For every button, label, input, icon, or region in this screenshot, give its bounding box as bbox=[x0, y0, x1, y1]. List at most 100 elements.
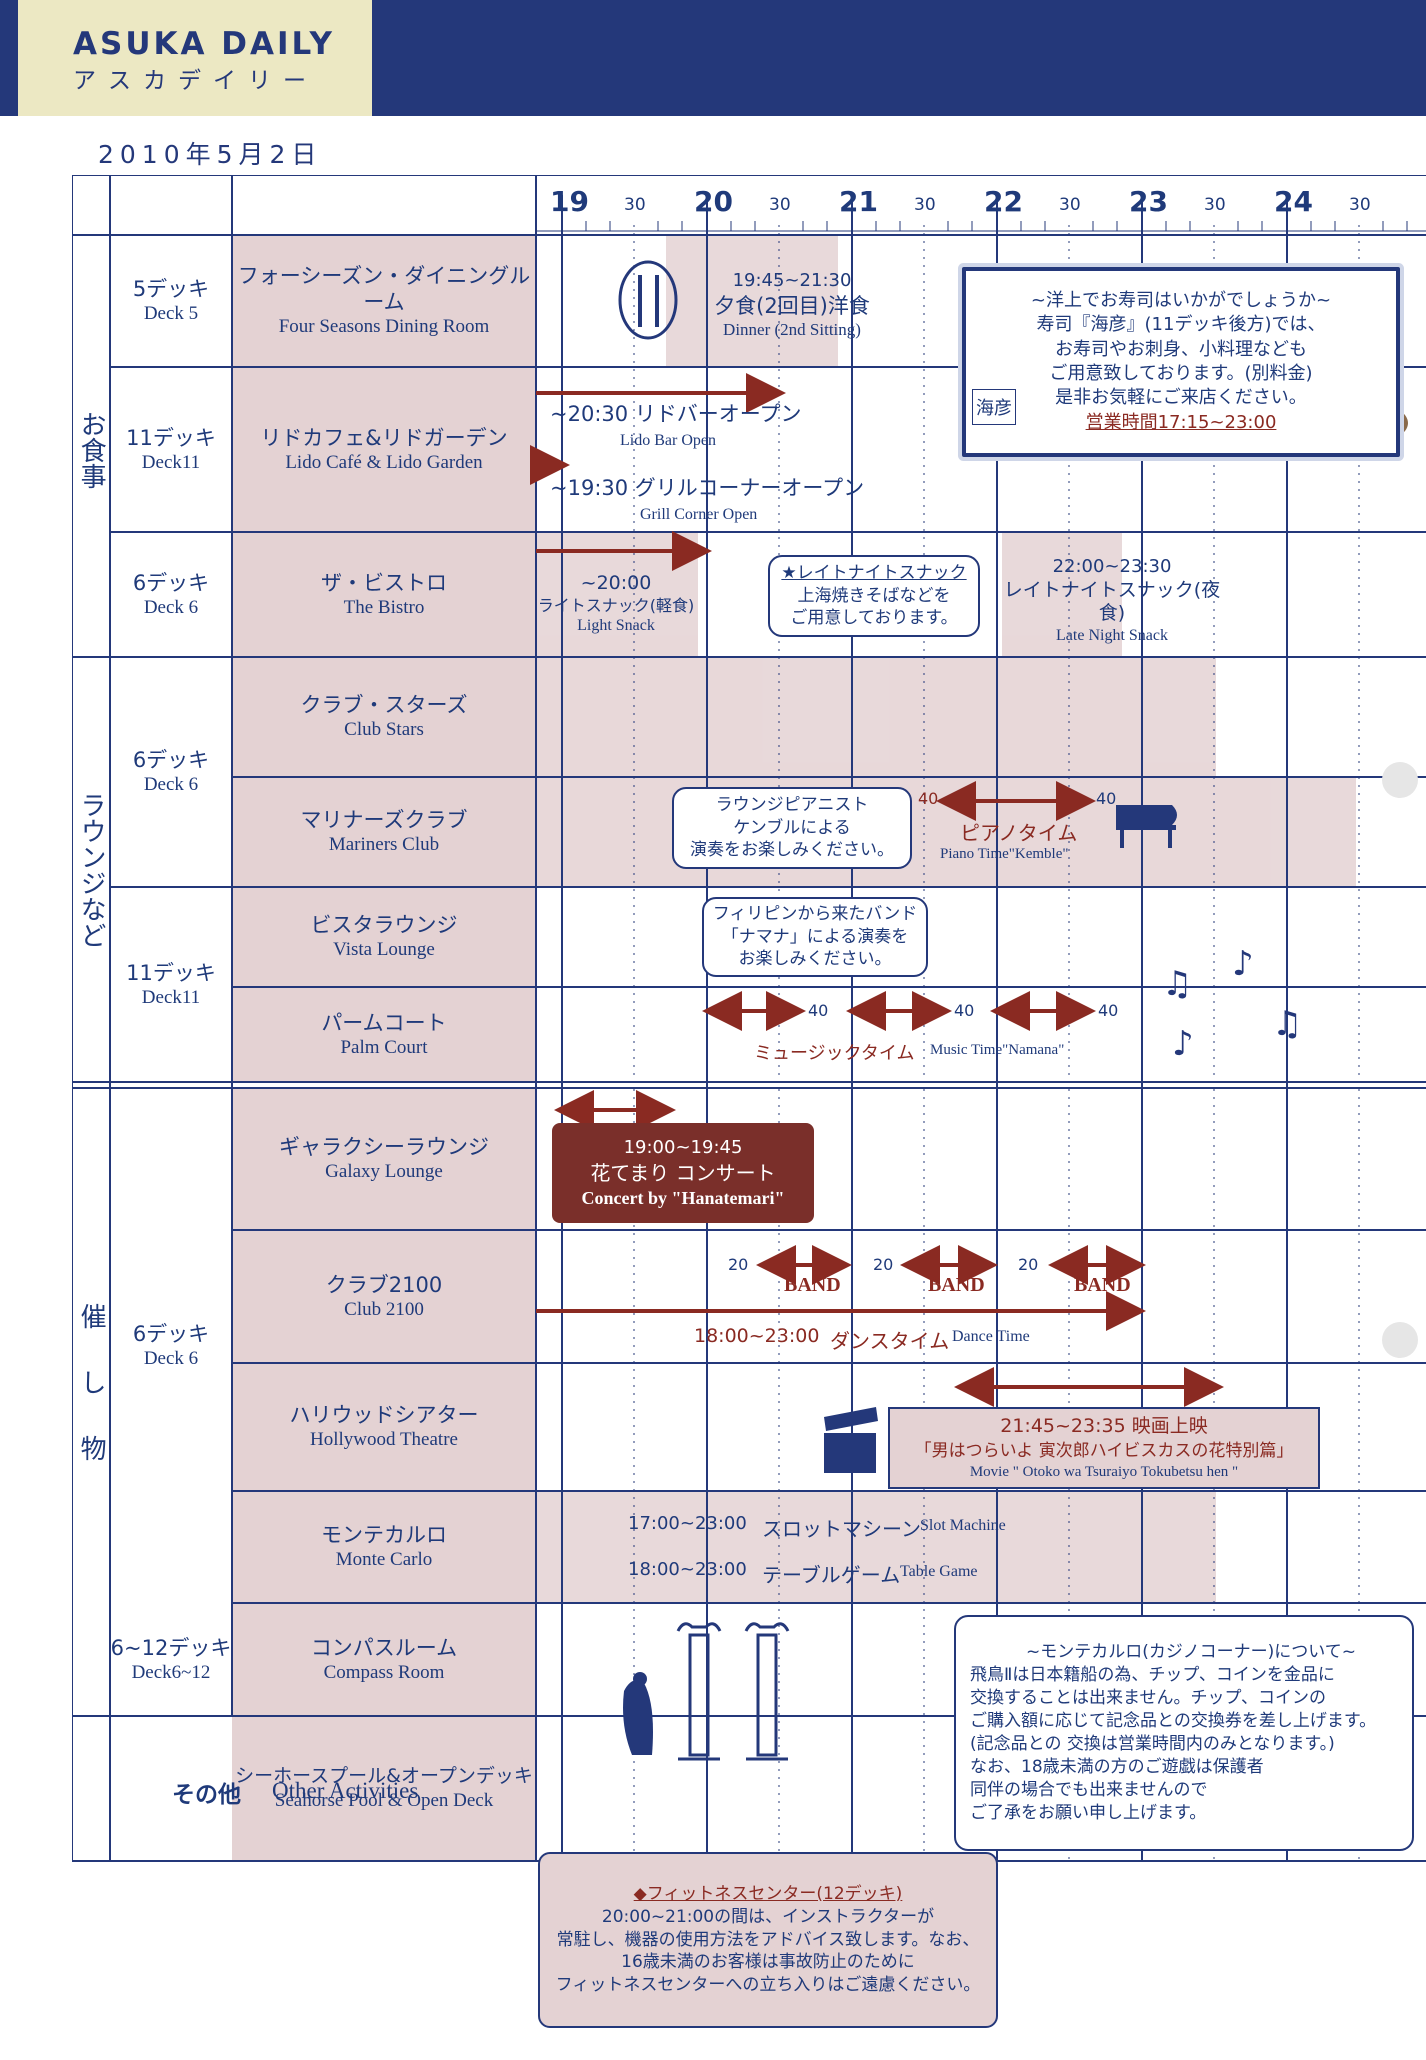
concert-time: 19:00~19:45 bbox=[623, 1137, 743, 1159]
venue-en: Galaxy Lounge bbox=[325, 1161, 443, 1183]
event-arrows bbox=[530, 373, 1224, 1407]
dinner-jp: 夕食(2回目)洋食 bbox=[714, 293, 870, 318]
deck-en: Deck 6 bbox=[143, 596, 199, 618]
band-break-1: 20 bbox=[728, 1255, 749, 1274]
band-label-1: BAND bbox=[784, 1274, 841, 1296]
half-19: 30 bbox=[624, 195, 646, 215]
light-en: Light Snack bbox=[577, 616, 655, 634]
band-note: フィリピンから来たバンド 「ナマナ」による演奏を お楽しみください。 bbox=[702, 897, 928, 977]
venue-jp: ビスタラウンジ bbox=[310, 913, 458, 937]
slot-en: Slot Machine bbox=[920, 1517, 1006, 1534]
sushi-hours: 営業時間17:15~23:00 bbox=[1085, 411, 1277, 433]
piano-time-en: Piano Time"Kemble" bbox=[940, 846, 1069, 862]
half-20: 30 bbox=[769, 195, 791, 215]
concert-jp: 花てまり コンサート bbox=[590, 1161, 776, 1186]
venue-jp: フォーシーズン・ダイニングルーム bbox=[237, 263, 531, 315]
late-note-line: 上海焼きそばなどを bbox=[797, 585, 951, 606]
dance-jp: ダンスタイム bbox=[830, 1329, 950, 1353]
lido-bar-jp: ~20:30 リドバーオープン bbox=[550, 402, 802, 426]
deck-en: Deck 5 bbox=[143, 303, 199, 325]
venue-en: Hollywood Theatre bbox=[310, 1429, 458, 1451]
venue-jp: モンテカルロ bbox=[321, 1523, 447, 1547]
deck-jp: 11デッキ bbox=[126, 425, 216, 450]
venue-en: Compass Room bbox=[323, 1661, 445, 1683]
sushi-line: ~洋上でお寿司はいかがでしょうか~ bbox=[1030, 290, 1332, 312]
brand-kana: アスカデイリー bbox=[73, 68, 318, 94]
table-en: Table Game bbox=[900, 1563, 978, 1580]
binder-hole-top bbox=[1382, 762, 1418, 798]
venue-en: Four Seasons Dining Room bbox=[278, 316, 490, 338]
category-events: 催し物 bbox=[72, 1088, 110, 1716]
casino-line: なお、18歳未満の方のご遊戯は保護者 bbox=[970, 1756, 1264, 1777]
hour-21: 21 bbox=[839, 185, 878, 218]
hour-24: 24 bbox=[1274, 185, 1313, 218]
movie-en: Movie " Otoko wa Tsuraiyo Tokubetsu hen … bbox=[969, 1463, 1239, 1480]
casino-line: 同伴の場合でも出来ませんので bbox=[970, 1779, 1208, 1800]
music-time-jp: ミュージックタイム bbox=[754, 1043, 915, 1064]
movie-title: 「男はつらいよ 寅次郎ハイビスカスの花特別篇」 bbox=[914, 1440, 1294, 1461]
venue-jp: クラブ・スターズ bbox=[300, 693, 468, 717]
venue-jp: コンパスルーム bbox=[310, 1635, 458, 1660]
half-21: 30 bbox=[914, 195, 936, 215]
row-grid bbox=[72, 175, 1426, 1862]
late-snack-event: 22:00~23:30 レイトナイトスナック(夜食) Late Night Sn… bbox=[992, 553, 1232, 649]
other-activities-jp: その他 bbox=[172, 1782, 241, 1808]
deck-jp: 6~12デッキ bbox=[110, 1635, 232, 1660]
deck-jp: 6デッキ bbox=[132, 1321, 210, 1346]
venue-jp: クラブ2100 bbox=[325, 1272, 443, 1297]
sushi-line: 寿司『海彦』(11デッキ後方)では、 bbox=[1036, 314, 1326, 336]
music-notes-icon: ♫ ♪ ♫ ♪ bbox=[1162, 944, 1302, 1064]
piano-start-min: 40 bbox=[918, 789, 939, 808]
lido-bar-en: Lido Bar Open bbox=[620, 432, 716, 449]
pianist-line: ケンブルによる bbox=[733, 817, 851, 838]
dinner-time: 19:45~21:30 bbox=[732, 270, 852, 291]
sushi-line: 是非お気軽にご来店ください。 bbox=[1055, 387, 1307, 409]
sushi-line: お寿司やお刺身、小料理なども bbox=[1055, 338, 1307, 360]
casino-line: ご購入額に応じて記念品との交換券を差し上げます。 bbox=[970, 1711, 1377, 1732]
svg-text:♫: ♫ bbox=[1162, 964, 1192, 1004]
category-dining: お食事 bbox=[72, 367, 110, 532]
deck-en: Deck11 bbox=[141, 986, 201, 1008]
venue-jp: ギャラクシーラウンジ bbox=[279, 1135, 489, 1159]
band-label-3: BAND bbox=[1074, 1274, 1131, 1296]
half-24: 30 bbox=[1349, 195, 1371, 215]
fitness-box: ◆フィットネスセンター(12デッキ) 20:00~21:00の間は、インストラク… bbox=[538, 1852, 998, 2028]
pianist-line: 演奏をお楽しみください。 bbox=[690, 840, 894, 861]
band-label-2: BAND bbox=[928, 1274, 985, 1296]
svg-text:♪: ♪ bbox=[1172, 1024, 1194, 1064]
venue-en: Lido Café & Lido Garden bbox=[285, 451, 483, 473]
svg-text:♫: ♫ bbox=[1272, 1004, 1302, 1044]
late-note-line: ★レイトナイトスナック bbox=[781, 562, 967, 583]
casino-line: ご了承をお願い申し上げます。 bbox=[970, 1802, 1207, 1823]
half-22: 30 bbox=[1059, 195, 1081, 215]
table-jp: テーブルゲーム bbox=[762, 1563, 901, 1587]
svg-text:♪: ♪ bbox=[1232, 944, 1254, 984]
fitness-line: 20:00~21:00の間は、インストラクターが bbox=[601, 1906, 935, 1927]
schedule-date: 2010年5月2日 bbox=[98, 140, 323, 169]
venue-jp: パームコート bbox=[321, 1010, 447, 1035]
deck-en: Deck 6 bbox=[143, 774, 199, 796]
header-label-panel bbox=[18, 0, 372, 116]
light-time: ~20:00 bbox=[580, 572, 652, 595]
hour-20: 20 bbox=[694, 185, 733, 218]
deck-en: Deck6~12 bbox=[131, 1661, 211, 1683]
statue-icon bbox=[623, 1672, 653, 1755]
table-time: 18:00~23:00 bbox=[628, 1559, 747, 1580]
venue-jp: シーホースプール&オープンデッキ bbox=[235, 1764, 533, 1787]
venue-jp: ザ・ビストロ bbox=[321, 570, 447, 595]
venue-en: Club 2100 bbox=[344, 1298, 424, 1320]
deck-jp: 11デッキ bbox=[126, 960, 216, 985]
band-break-2: 20 bbox=[873, 1255, 894, 1274]
casino-line: ~モンテカルロ(カジノコーナー)について~ bbox=[1026, 1642, 1356, 1663]
venue-en: Seahorse Pool & Open Deck bbox=[274, 1789, 494, 1811]
